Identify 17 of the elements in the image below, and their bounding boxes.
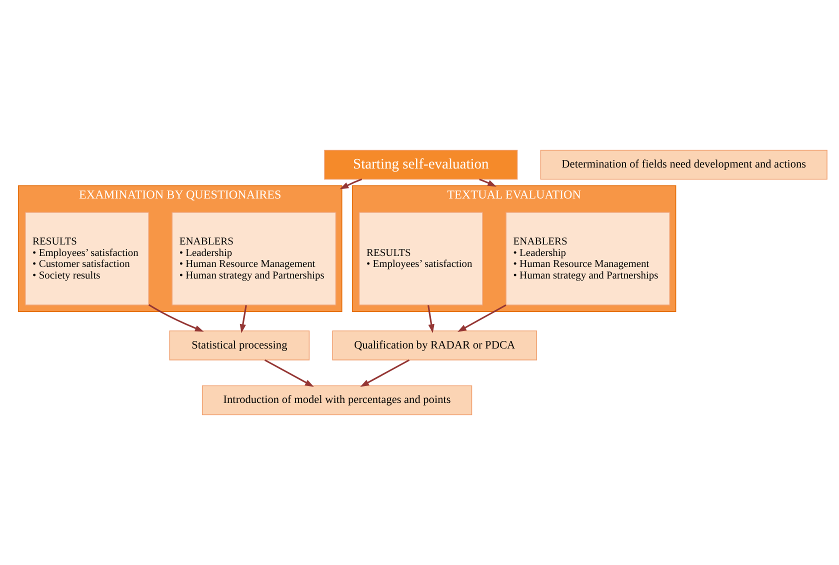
arrow [264, 359, 314, 387]
arrow [148, 304, 204, 332]
node-box: Statistical processing [169, 330, 310, 360]
arrow [360, 359, 410, 387]
node-box: Introduction of model with percentages and points [202, 385, 472, 416]
node-box: ENABLERS • Leadership • Human Resource Management • Human strategy and Partnerships [172, 212, 336, 306]
node-box: Qualification by RADAR or PDCA [332, 330, 538, 360]
arrow [479, 178, 497, 187]
node-box: Starting self-evaluation [324, 150, 518, 180]
node-box: RESULTS • Employees’ satisfaction • Customer satisfaction • Society results [24, 212, 150, 306]
node-box: Determination of fields need development and actions [540, 150, 828, 180]
arrow [340, 178, 362, 190]
node-box: RESULTS • Employees’ satisfaction [358, 212, 484, 306]
arrow [457, 304, 506, 332]
node-box: ENABLERS • Leadership • Human Resource Management • Human strategy and Partnerships [506, 212, 670, 306]
arrow [240, 305, 247, 334]
arrow [428, 305, 434, 334]
